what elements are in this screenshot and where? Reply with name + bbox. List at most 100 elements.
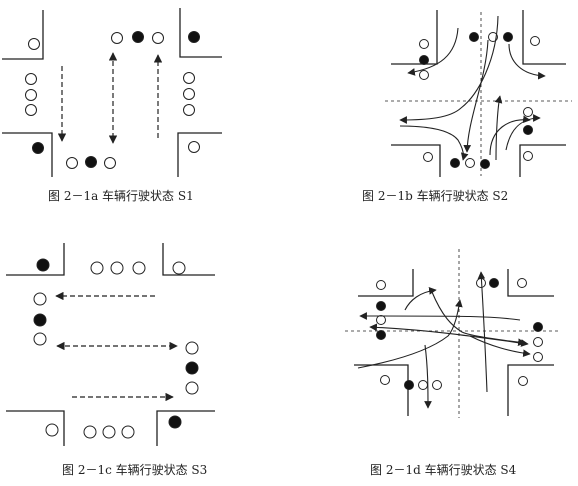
s1-vehicle-filled — [85, 156, 97, 168]
s2-path-east-left-turn — [508, 43, 546, 80]
panel-s2-paths — [399, 15, 546, 161]
s4-vehicle-hollow — [380, 375, 390, 385]
s1-vehicle-hollow — [28, 38, 40, 50]
s3-vehicle-filled — [168, 415, 182, 429]
s4-vehicle-filled — [404, 380, 414, 390]
caption-s4: 图 2－1d 车辆行驶状态 S4 — [370, 463, 517, 477]
s1-vehicle-hollow — [183, 104, 195, 116]
s4-vehicle-hollow — [533, 337, 543, 347]
panel-s1-arrows — [57, 52, 163, 144]
s4-path-south-down — [424, 344, 432, 409]
s1-vehicle-hollow — [66, 157, 78, 169]
panel-s3-intersection — [6, 243, 215, 446]
caption-s1: 图 2－1a 车辆行驶状态 S1 — [48, 189, 194, 203]
panel-s2-centerlines — [385, 12, 572, 176]
s1-vehicle-hollow — [188, 141, 200, 153]
s4-curb-top-left — [358, 269, 414, 297]
s4-path-north-up — [477, 271, 488, 393]
s4-vehicle-hollow — [432, 380, 442, 390]
s3-vehicle-hollow — [110, 261, 124, 275]
s3-vehicle-hollow — [90, 261, 104, 275]
s1-vehicle-filled — [132, 31, 144, 43]
s2-vehicle-filled — [450, 158, 460, 168]
s2-vehicle-hollow — [523, 151, 533, 161]
s1-vehicle-hollow — [111, 32, 123, 44]
s2-curb-top-right — [522, 10, 566, 65]
s1-curb-bottom-right — [177, 132, 222, 177]
s3-curb-top-left — [6, 243, 65, 276]
s3-vehicle-hollow — [33, 292, 47, 306]
s2-path-west-left-turn — [407, 27, 459, 76]
s4-path-east-turn — [469, 335, 531, 358]
s3-vehicle-hollow — [33, 332, 47, 346]
s3-vehicle-filled — [36, 258, 50, 272]
s3-vehicle-hollow — [185, 341, 199, 355]
s2-curb-bottom-right — [519, 144, 566, 177]
s1-vehicle-filled — [32, 142, 44, 154]
s4-path-north-left-turn — [404, 287, 437, 311]
s2-vehicle-hollow — [419, 70, 429, 80]
s3-vehicle-hollow — [45, 423, 59, 437]
panel-s3-arrows — [55, 291, 178, 402]
s4-vehicle-hollow — [376, 280, 386, 290]
s3-vehicle-hollow — [172, 261, 186, 275]
s1-vehicle-hollow — [183, 88, 195, 100]
s2-path-south-left-turn — [463, 39, 489, 153]
s1-vehicle-hollow — [25, 73, 37, 85]
s1-vehicle-hollow — [104, 157, 116, 169]
s3-vehicle-hollow — [121, 425, 135, 439]
panel-s3-vehicles — [33, 258, 199, 439]
s2-path-east-up — [505, 114, 541, 151]
s1-curb-bottom-left — [2, 132, 53, 177]
s3-vehicle-hollow — [102, 425, 116, 439]
s3-vehicle-filled — [33, 313, 47, 327]
s2-curb-bottom-left — [391, 144, 441, 177]
s4-vehicle-hollow — [517, 278, 527, 288]
panel-s1-vehicles — [25, 31, 200, 169]
s1-vehicle-hollow — [25, 104, 37, 116]
s3-vehicle-hollow — [132, 261, 146, 275]
s1-curb-top-left — [2, 10, 44, 60]
s1-vehicle-hollow — [152, 32, 164, 44]
s1-vehicle-hollow — [25, 89, 37, 101]
s4-vehicle-filled — [489, 278, 499, 288]
s4-vehicle-hollow — [376, 315, 386, 325]
panel-s4-vehicles — [376, 278, 543, 390]
s4-curb-bottom-right — [507, 364, 554, 416]
s1-curb-top-right — [179, 8, 222, 58]
s4-vehicle-hollow — [418, 380, 428, 390]
s1-vehicle-filled — [188, 31, 200, 43]
s2-vehicle-filled — [480, 159, 490, 169]
s2-curb-top-left — [391, 10, 438, 65]
s4-curb-top-right — [507, 269, 554, 297]
s4-path-curve-bottom — [357, 299, 463, 369]
s4-curb-bottom-left — [354, 364, 409, 416]
panel-s4-paths — [357, 271, 531, 409]
panel-s2-vehicles — [419, 32, 540, 169]
s2-vehicle-hollow — [530, 36, 540, 46]
s3-vehicle-hollow — [83, 425, 97, 439]
s3-curb-top-right — [162, 243, 215, 276]
s4-vehicle-hollow — [518, 376, 528, 386]
s2-vehicle-filled — [469, 32, 479, 42]
s4-path-curve-top — [431, 291, 526, 346]
s4-path-west-outbound — [359, 312, 521, 321]
s2-vehicle-hollow — [523, 107, 533, 117]
s2-vehicle-filled — [503, 32, 513, 42]
s1-vehicle-hollow — [183, 72, 195, 84]
s4-vehicle-filled — [376, 301, 386, 311]
caption-s3: 图 2－1c 车辆行驶状态 S3 — [62, 463, 208, 477]
s3-curb-bottom-right — [156, 410, 215, 446]
s3-vehicle-hollow — [185, 381, 199, 395]
s4-vehicle-filled — [376, 330, 386, 340]
s2-vehicle-filled — [523, 125, 533, 135]
s2-vehicle-hollow — [419, 39, 429, 49]
s2-path-north-curve — [489, 115, 531, 156]
s3-curb-bottom-left — [6, 410, 65, 446]
s4-vehicle-hollow — [533, 352, 543, 362]
caption-s2: 图 2－1b 车辆行驶状态 S2 — [362, 189, 509, 203]
s4-vehicle-filled — [533, 322, 543, 332]
panel-s1-intersection — [2, 8, 222, 177]
s2-path-south-curve — [399, 125, 469, 161]
